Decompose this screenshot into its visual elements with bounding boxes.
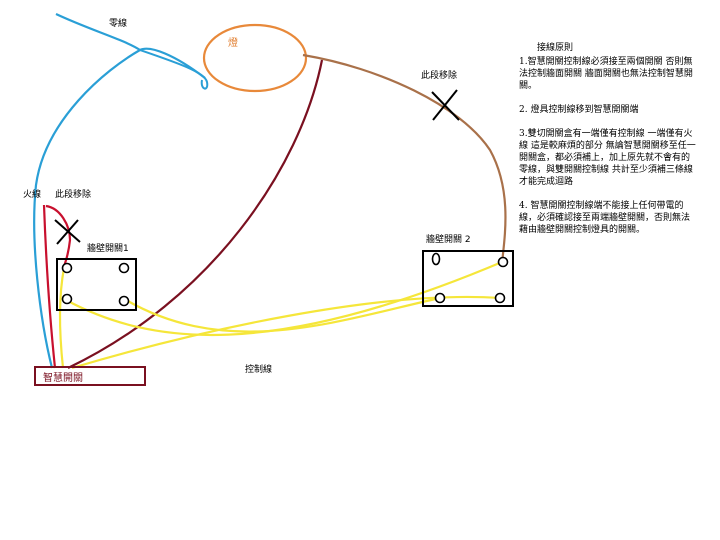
wall-switch-1-terminal: [61, 293, 73, 305]
neutral-wire: [55, 13, 141, 51]
live-label: 火線: [23, 188, 41, 200]
wall-switch-2-box: [422, 250, 514, 307]
wall-switch-2-terminal: [494, 292, 506, 304]
control-wire-label: 控制線: [245, 363, 272, 375]
wall-switch-2-terminal: [497, 256, 509, 268]
wall-switch-1-box: [56, 258, 137, 311]
note-item-1: 1.智慧開關控制線必須接至兩個開關 否則無法控制牆面開關 牆面開關也無法控制智慧…: [519, 57, 693, 91]
neutral-wire-main: [33, 47, 206, 369]
lamp-wire: [302, 53, 507, 264]
note-item-2: 2. 燈具控制線移到智慧開關端: [519, 105, 639, 115]
smart-switch-label: 智慧開關: [43, 371, 83, 384]
wiring-notes: 接線原則 1.智慧開關控制線必須接至兩個開關 否則無法控制牆面開關 牆面開關也無…: [519, 42, 697, 248]
wall-switch-1-terminal: [118, 295, 130, 307]
wall-switch-1-terminal: [61, 262, 73, 274]
wall-switch-2-terminal: [431, 252, 441, 266]
control-wire-b: [65, 260, 503, 337]
remove-mark-right: [431, 89, 460, 121]
remove-label-left: 此段移除: [55, 188, 91, 200]
live-wire: [42, 204, 57, 369]
neutral-wire-lamp-loop: [139, 49, 209, 90]
control-wire-a: [59, 267, 66, 369]
smart-switch-box: [34, 366, 146, 386]
remove-mark-left: [54, 219, 81, 245]
neutral-label: 零線: [109, 17, 127, 29]
smart-switch-wire: [67, 59, 324, 369]
lamp-circle: [202, 23, 308, 93]
control-wire-d: [71, 295, 501, 370]
note-item-4: 4. 智慧開關控制線端不能接上任何帶電的線，必須確認接至兩端牆壁開關，否則無法藉…: [519, 201, 691, 235]
notes-title: 接線原則: [537, 43, 574, 53]
wall-switch-1-terminal: [118, 262, 130, 274]
lamp-label: 燈: [228, 37, 238, 49]
note-item-3: 3.雙切開關盒有一端僅有控制線 一端僅有火線 這是較麻煩的部分 無論智慧開關移至…: [519, 129, 696, 187]
wall-switch-2-terminal: [434, 292, 446, 304]
wall-switch-1-label: 牆壁開關1: [87, 242, 129, 254]
wall-switch-2-label: 牆壁開關 2: [426, 233, 471, 245]
control-wire-c: [125, 296, 441, 333]
remove-label-right: 此段移除: [421, 69, 457, 81]
